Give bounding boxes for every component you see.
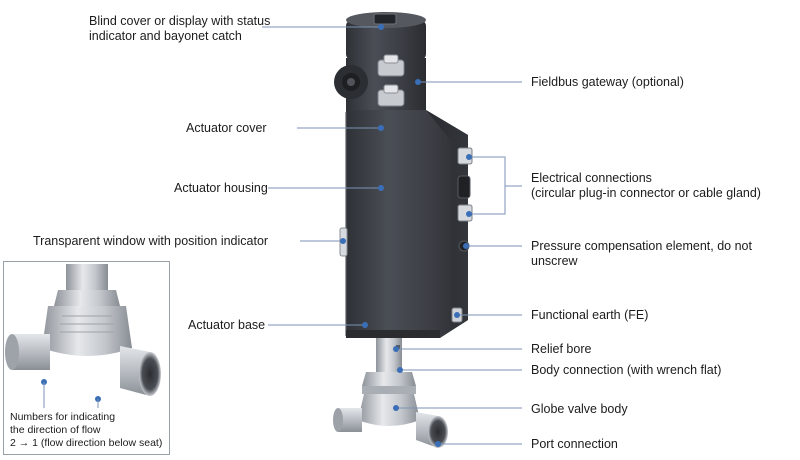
valve-stem [376, 338, 402, 372]
dot-functional-earth [454, 312, 460, 318]
body-connection-hex [362, 372, 416, 394]
globe-valve-body [333, 394, 448, 448]
port-connection-opening [428, 416, 448, 448]
label-body-connection: Body connection (with wrench flat) [531, 363, 722, 377]
dot-pressure-compensation [463, 243, 469, 249]
dot-actuator-cover [378, 125, 384, 131]
label-globe-valve-body: Globe valve body [531, 402, 628, 416]
label-actuator-housing: Actuator housing [174, 181, 268, 195]
electrical-connector-lower [457, 204, 473, 222]
label-pressure-compensation: Pressure compensation element, do not un… [531, 239, 752, 268]
dot-actuator-base [362, 322, 368, 328]
label-transparent-window: Transparent window with position indicat… [33, 234, 269, 248]
dot-actuator-housing [378, 185, 384, 191]
marker-dots [340, 24, 472, 447]
label-flow-numbers: Numbers for indicating the direction of … [10, 411, 163, 449]
actuator-housing-body [339, 110, 473, 338]
label-port-connection: Port connection [531, 437, 618, 451]
dot-globe-valve-body [393, 405, 399, 411]
fieldbus-gateway-block [334, 54, 426, 112]
label-electrical-connections: Electrical connections (circular plug-in… [531, 171, 761, 200]
label-fieldbus-gateway: Fieldbus gateway (optional) [531, 75, 684, 89]
dot-fieldbus-gateway [415, 79, 421, 85]
dot-port-connection [435, 441, 441, 447]
label-functional-earth: Functional earth (FE) [531, 308, 649, 322]
cable-gland-upper [377, 54, 405, 77]
label-relief-bore: Relief bore [531, 342, 592, 356]
dot-body-connection [397, 367, 403, 373]
leader-lines [262, 26, 522, 445]
dot-transparent-window [340, 238, 346, 244]
dot-electrical-upper [466, 154, 472, 160]
blind-cover-cap [346, 12, 426, 60]
label-actuator-base: Actuator base [188, 318, 266, 332]
label-blind-cover: Blind cover or display with status indic… [89, 14, 271, 43]
dot-electrical-lower [466, 211, 472, 217]
dot-blind-cover [378, 24, 384, 30]
label-actuator-cover: Actuator cover [186, 121, 267, 135]
inset-valve [3, 261, 170, 455]
cable-gland-lower [377, 84, 405, 107]
electrical-connector-upper [457, 147, 473, 165]
dot-relief-bore [393, 346, 399, 352]
